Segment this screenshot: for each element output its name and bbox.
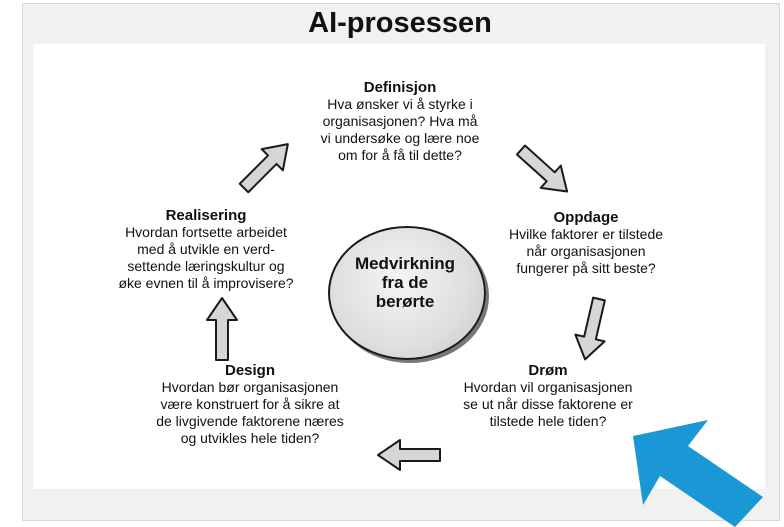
cycle-arrow-icon xyxy=(377,439,441,471)
stage-heading: Design xyxy=(224,362,275,379)
stage-design: Design Hvordan bør organisasjonen være k… xyxy=(130,362,370,447)
stage-heading: Realisering xyxy=(165,207,247,224)
center-label: Medvirkning fra de berørte xyxy=(354,254,456,311)
stage-text: Hvordan bør organisasjonen være konstrue… xyxy=(156,379,344,446)
stage-text: Hvordan fortsette arbeidet med å utvikle… xyxy=(118,224,294,291)
stage-text: Hva ønsker vi å styrke i organisasjonen?… xyxy=(320,96,480,163)
cycle-arrow-icon xyxy=(238,143,289,194)
stage-text: Hvilke faktorer er tilstede når organisa… xyxy=(508,226,664,276)
stage-heading: Definisjon xyxy=(363,79,437,96)
center-circle xyxy=(328,226,486,360)
cycle-arrow-icon xyxy=(206,297,238,361)
stage-oppdage: Oppdage Hvilke faktorer er tilstede når … xyxy=(486,209,686,277)
cycle-arrow-icon xyxy=(515,144,569,193)
stage-drom: Drøm Hvordan vil organisasjonen se ut nå… xyxy=(443,362,653,430)
stage-text: Hvordan vil organisasjonen se ut når dis… xyxy=(463,379,633,429)
diagram-title: AI-prosessen xyxy=(308,7,492,39)
stage-heading: Oppdage xyxy=(553,209,619,226)
cycle-arrow-icon xyxy=(574,296,606,361)
stage-realisering: Realisering Hvordan fortsette arbeidet m… xyxy=(86,207,326,292)
stage-heading: Drøm xyxy=(528,362,568,379)
pointer-arrow-icon xyxy=(633,420,763,527)
stage-definisjon: Definisjon Hva ønsker vi å styrke i orga… xyxy=(290,79,510,164)
